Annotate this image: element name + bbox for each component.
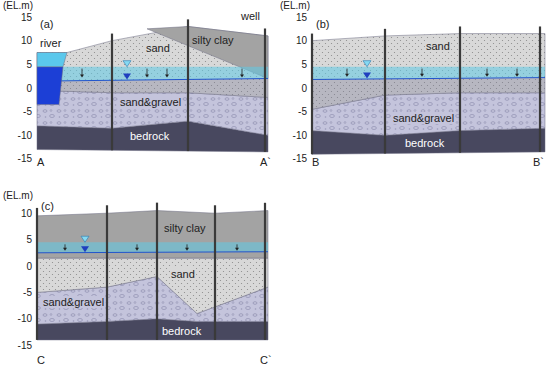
water-level-marker — [363, 73, 371, 79]
axis-tick: -10 — [293, 130, 307, 141]
section-end: C` — [260, 354, 272, 366]
flow-arrow — [147, 69, 148, 76]
section-end: C — [37, 354, 45, 366]
axis-tick: -5 — [23, 287, 32, 298]
river-water — [37, 53, 67, 67]
river-deep — [37, 67, 63, 105]
groundwater-line — [312, 78, 545, 80]
water-table-marker — [81, 236, 89, 242]
sand-gravel-layer — [37, 90, 268, 135]
layer-label: bedrock — [130, 130, 169, 142]
axis-tick: -15 — [293, 153, 307, 164]
layer-label: bedrock — [405, 137, 444, 149]
section-end: B — [312, 156, 319, 168]
well-bar — [459, 26, 461, 152]
axis-tick: -15 — [18, 153, 32, 164]
saturated-zone — [59, 79, 268, 98]
flow-arrow — [167, 69, 168, 76]
panel-letter: (b) — [316, 18, 329, 30]
silty-clay-layer — [37, 211, 268, 259]
flow-arrowhead — [420, 74, 424, 77]
axis-tick: 15 — [296, 12, 307, 23]
flow-arrowhead — [240, 75, 244, 78]
axis-tick: 5 — [26, 234, 32, 245]
well-bar — [214, 205, 216, 340]
groundwater-line — [59, 79, 268, 81]
axis-unit: (EL.m) — [280, 0, 310, 11]
flow-arrowhead — [185, 248, 189, 251]
well-bar — [264, 28, 266, 151]
layer-label: sand — [145, 42, 171, 54]
feature-label: river — [40, 37, 61, 49]
water-band — [37, 242, 268, 253]
layer-label: sand&gravel — [42, 296, 105, 308]
axis-tick: -10 — [18, 313, 32, 324]
flow-arrow — [82, 69, 83, 76]
layer-label: sand&gravel — [119, 96, 182, 108]
section-end: A` — [260, 156, 271, 168]
sand-layer — [37, 258, 268, 313]
saturated-zone — [312, 78, 545, 110]
sand-layer — [312, 34, 545, 110]
axis-tick: 0 — [301, 83, 307, 94]
feature-label: well — [241, 10, 260, 22]
water-table-marker — [363, 61, 371, 67]
flow-arrowhead — [165, 75, 169, 78]
layer-label: sand — [425, 40, 451, 52]
flow-arrowhead — [135, 248, 139, 251]
flow-arrowhead — [515, 74, 519, 77]
well-bar — [384, 29, 386, 154]
axis-tick: 10 — [21, 208, 32, 219]
axis-tick: -5 — [23, 106, 32, 117]
flow-arrowhead — [80, 75, 84, 78]
axis-tick: 0 — [26, 261, 32, 272]
section-end: A — [37, 156, 44, 168]
well-bar — [156, 203, 158, 340]
flow-arrowhead — [63, 248, 67, 251]
axis-unit: (EL.m) — [3, 0, 33, 11]
flow-arrowhead — [485, 74, 489, 77]
well-bar — [264, 203, 266, 340]
flow-arrow — [242, 69, 243, 76]
axis-tick: 15 — [21, 12, 32, 23]
water-level-marker — [81, 246, 89, 252]
axis-tick: -10 — [18, 130, 32, 141]
flow-arrowhead — [235, 248, 239, 251]
well-bar — [311, 34, 313, 155]
section-end: B` — [533, 156, 544, 168]
flow-arrowhead — [345, 74, 349, 77]
water-band — [312, 67, 545, 80]
layer-label: silty clay — [164, 222, 206, 234]
well-bar — [106, 205, 108, 340]
sand-layer — [37, 26, 268, 97]
well-bar — [539, 26, 541, 151]
layer-label: silty clay — [192, 34, 234, 46]
water-level-marker — [123, 73, 131, 79]
layer-label: sand — [170, 268, 196, 280]
axis-tick: 0 — [26, 83, 32, 94]
well-bar — [36, 208, 38, 340]
water-table-marker — [123, 61, 131, 67]
water-band — [59, 67, 268, 81]
groundwater-line — [37, 252, 268, 253]
layer-label: bedrock — [162, 325, 201, 337]
axis-tick: 10 — [296, 35, 307, 46]
flow-arrowhead — [145, 75, 149, 78]
well-bar — [111, 34, 113, 151]
axis-tick: 5 — [301, 59, 307, 70]
axis-unit: (EL.m) — [3, 190, 33, 201]
axis-tick: -5 — [298, 106, 307, 117]
well-bar — [187, 19, 189, 151]
axis-tick: -15 — [18, 340, 32, 351]
panel-letter: (a) — [40, 18, 53, 30]
axis-tick: 10 — [21, 35, 32, 46]
panel-letter: (c) — [41, 200, 54, 212]
layer-label: sand&gravel — [392, 112, 455, 124]
axis-tick: 5 — [26, 59, 32, 70]
